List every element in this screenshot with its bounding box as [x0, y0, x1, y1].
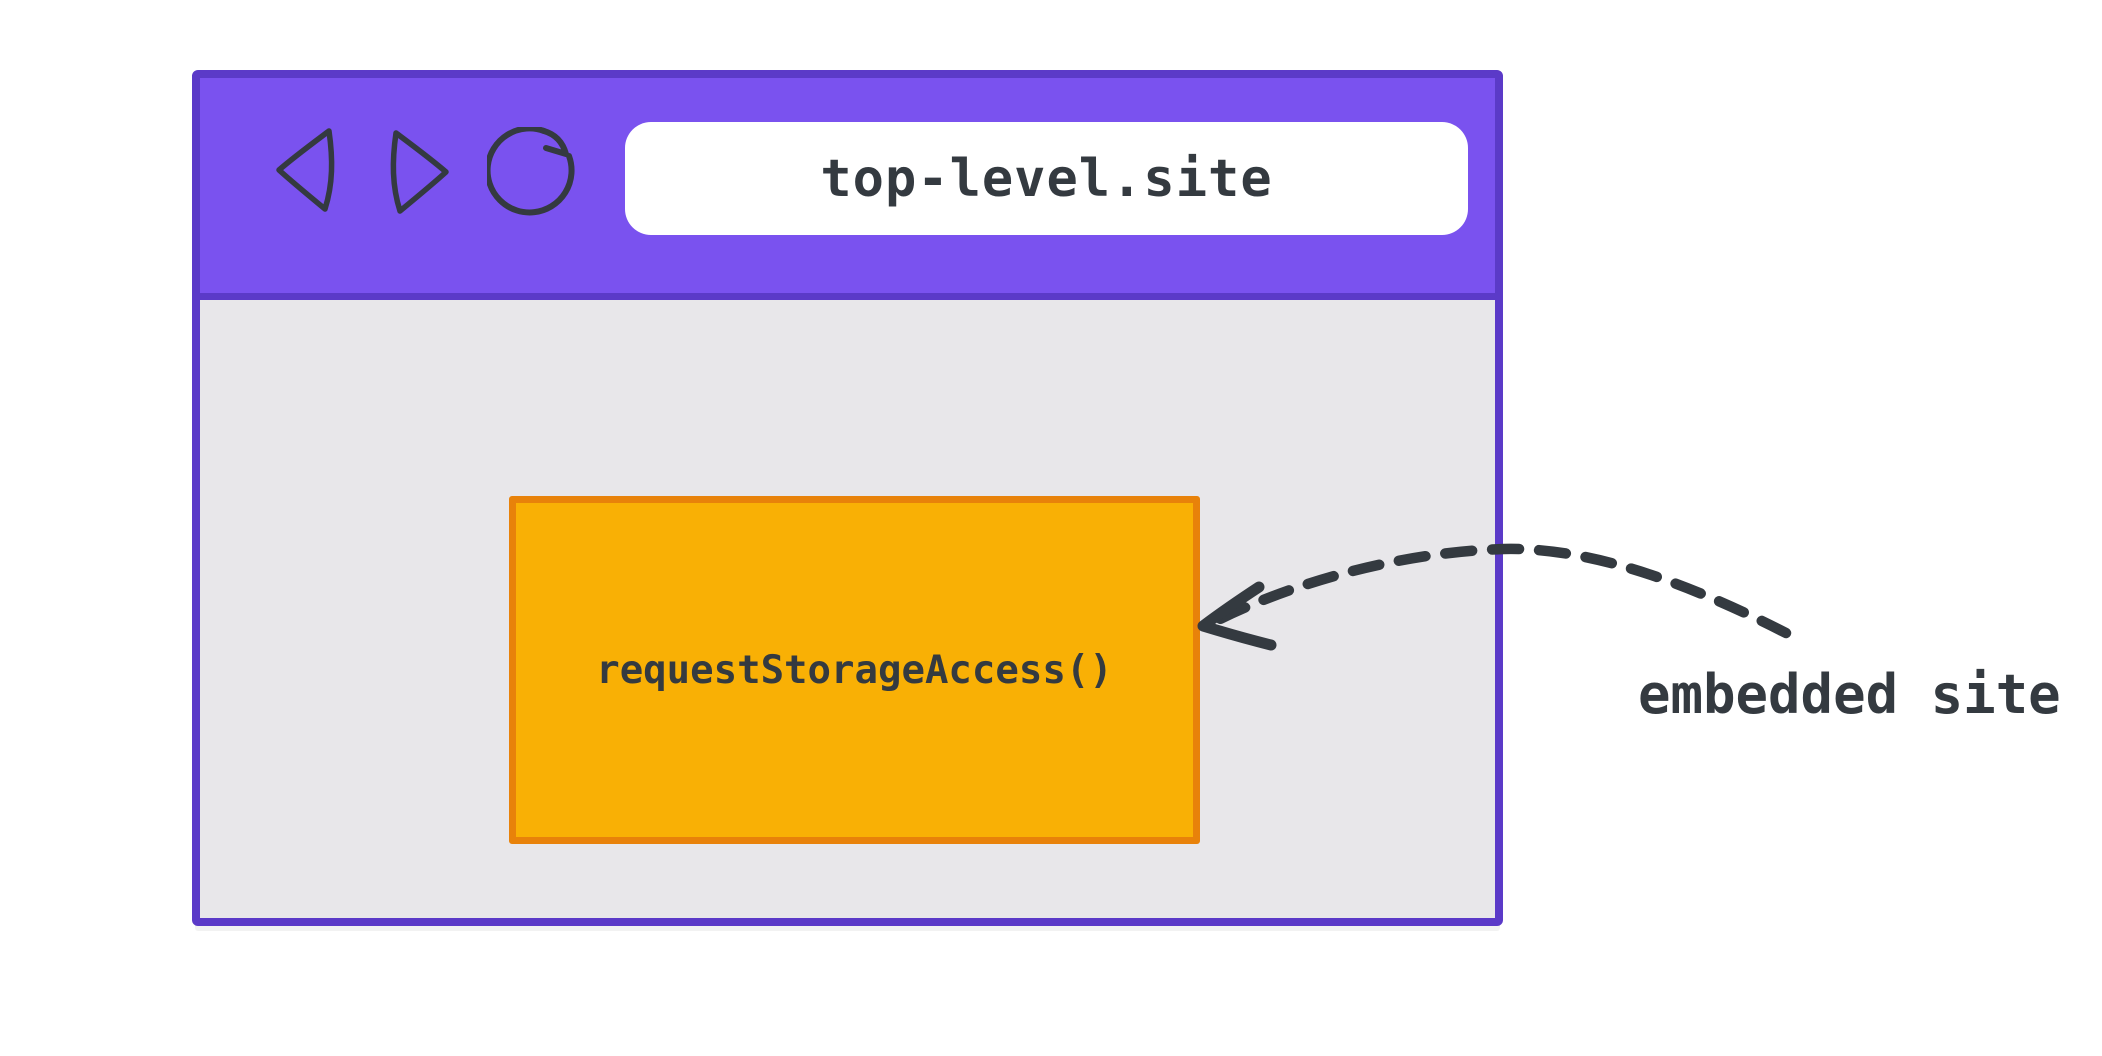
- back-icon: [275, 127, 335, 213]
- forward-icon: [390, 129, 450, 215]
- browser-toolbar: top-level.site: [200, 78, 1495, 300]
- embedded-iframe-box: requestStorageAccess(): [509, 496, 1200, 844]
- address-bar: top-level.site: [625, 122, 1468, 235]
- refresh-icon: [487, 127, 579, 219]
- request-storage-access-label: requestStorageAccess(): [596, 647, 1113, 693]
- address-bar-text: top-level.site: [820, 148, 1273, 209]
- browser-window: top-level.site requestStorageAccess(): [192, 70, 1503, 926]
- browser-viewport: requestStorageAccess(): [200, 307, 1495, 918]
- embedded-site-label: embedded site: [1638, 663, 2061, 726]
